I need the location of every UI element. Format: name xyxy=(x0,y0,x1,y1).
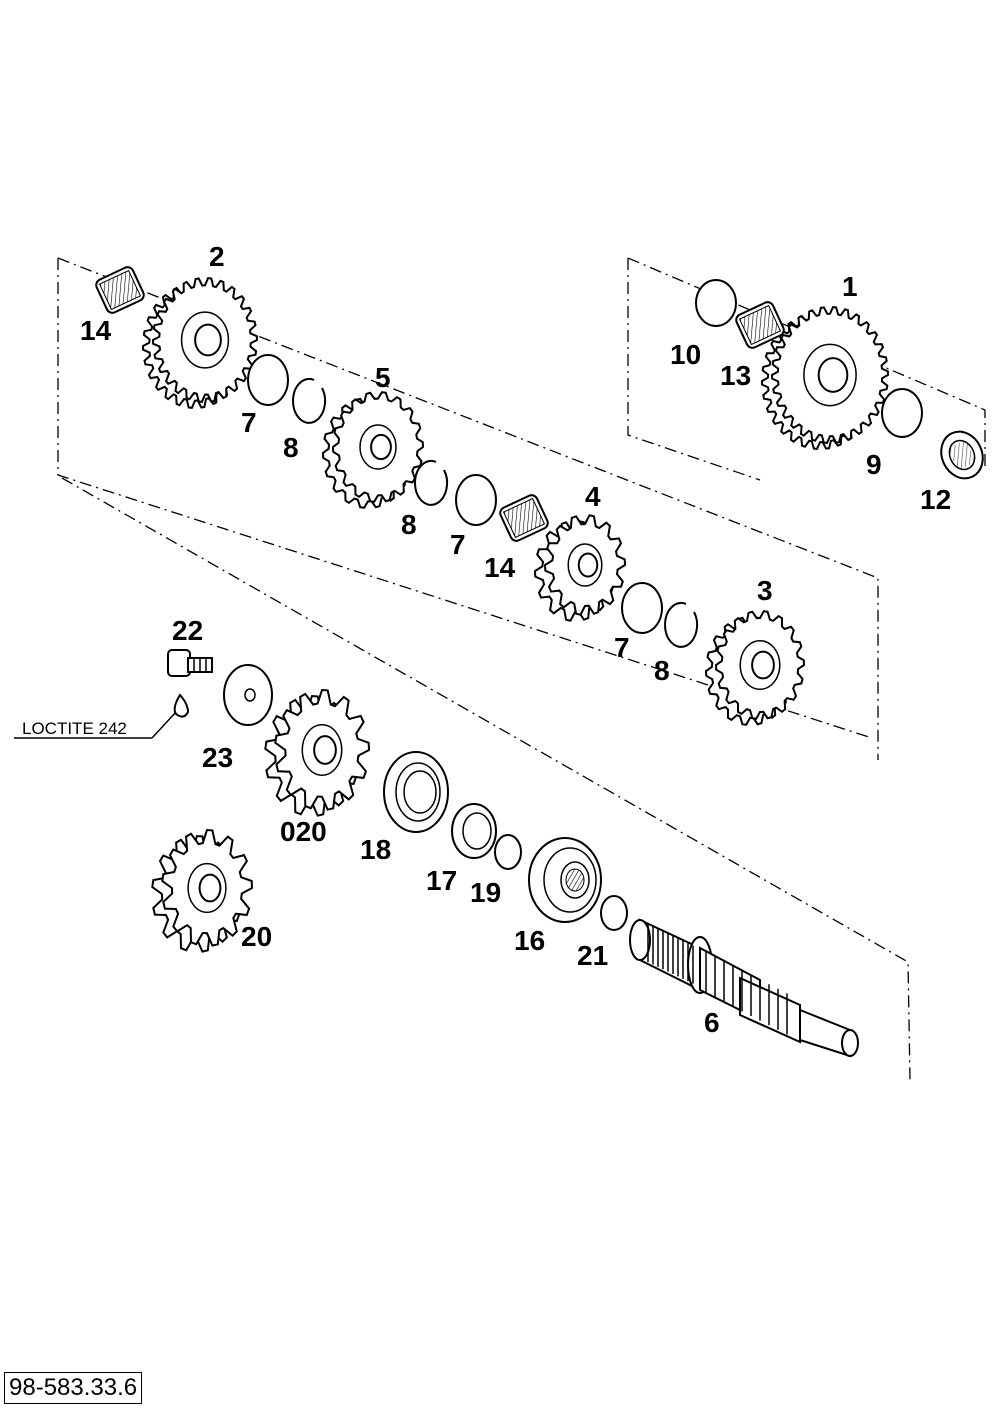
callout-3: 3 xyxy=(757,575,773,606)
callout-1: 1 xyxy=(842,271,858,302)
stop-ring-7-a xyxy=(247,354,289,406)
callout-14-a: 14 xyxy=(80,315,112,346)
washer-10 xyxy=(695,279,737,327)
group-outline-gear-1 xyxy=(627,257,986,481)
callout-7-b: 7 xyxy=(450,529,466,560)
callout-14-b: 14 xyxy=(484,552,516,583)
callout-13: 13 xyxy=(720,360,751,391)
sprocket-20 xyxy=(151,828,254,953)
callout-8-c: 8 xyxy=(654,655,670,686)
callout-20: 20 xyxy=(241,921,272,952)
needle-bearing-13 xyxy=(735,301,785,349)
sprocket-020 xyxy=(264,688,371,817)
callout-17: 17 xyxy=(426,865,457,896)
gear-2 xyxy=(141,277,259,409)
callout-21: 21 xyxy=(577,940,608,971)
group-outline-main xyxy=(57,257,911,1081)
output-shaft-6 xyxy=(629,918,859,1058)
callout-labels: 1 2 3 4 5 6 7 7 7 8 8 8 9 10 12 13 14 14… xyxy=(22,241,951,1038)
circlip-8-b xyxy=(414,459,449,506)
loctite-note: LOCTITE 242 xyxy=(22,719,127,738)
needle-bearing-14-top xyxy=(95,266,145,314)
callout-2: 2 xyxy=(209,241,225,272)
callout-18: 18 xyxy=(360,834,391,865)
callout-12: 12 xyxy=(920,484,951,515)
bolt-22 xyxy=(167,649,213,677)
callout-7-a: 7 xyxy=(241,407,257,438)
stop-ring-7-c xyxy=(621,582,663,634)
callout-8-a: 8 xyxy=(283,432,299,463)
gear-5 xyxy=(321,391,425,509)
drawing-reference-number: 98-583.33.6 xyxy=(4,1372,143,1404)
gear-3 xyxy=(704,610,806,726)
callout-9: 9 xyxy=(866,449,882,480)
callout-23: 23 xyxy=(202,742,233,773)
washer-9 xyxy=(881,388,923,438)
circlip-8-c xyxy=(664,601,699,648)
callout-22: 22 xyxy=(172,615,203,646)
callout-7-c: 7 xyxy=(614,632,630,663)
needle-bearing-12 xyxy=(940,430,984,480)
callout-6: 6 xyxy=(704,1007,720,1038)
callout-4: 4 xyxy=(585,481,601,512)
ball-bearing-16 xyxy=(528,837,602,923)
bushing-17 xyxy=(451,803,497,859)
callout-10: 10 xyxy=(670,339,701,370)
circlip-8-a xyxy=(292,377,327,424)
washer-23 xyxy=(223,664,273,726)
loctite-drop-icon xyxy=(14,693,190,739)
o-ring-19 xyxy=(494,834,522,870)
needle-bearing-14-mid xyxy=(499,494,549,542)
callout-16: 16 xyxy=(514,925,545,956)
o-ring-21 xyxy=(600,895,628,931)
gear-1 xyxy=(760,306,890,450)
stop-ring-7-b xyxy=(455,474,497,526)
callout-19: 19 xyxy=(470,877,501,908)
callout-8-b: 8 xyxy=(401,509,417,540)
callout-5: 5 xyxy=(375,362,391,393)
gear-4 xyxy=(533,514,627,622)
ball-bearing-18 xyxy=(383,751,449,833)
callout-020: 020 xyxy=(280,816,327,847)
